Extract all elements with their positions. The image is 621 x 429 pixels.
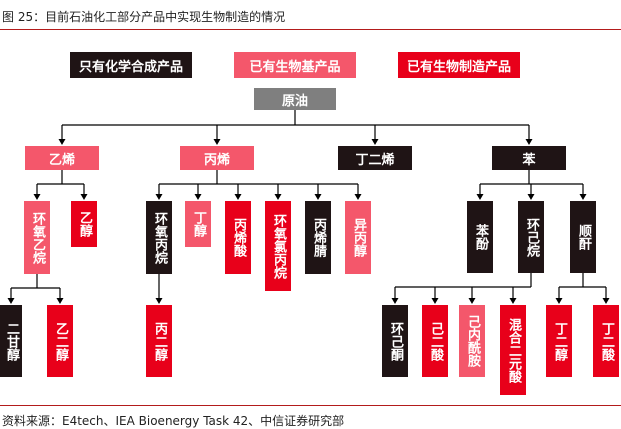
arrow-head-15 xyxy=(80,194,88,200)
source-rule xyxy=(0,405,621,406)
arrow-head-23 xyxy=(234,194,242,200)
arrow-head-3 xyxy=(58,139,66,145)
arrow-head-33 xyxy=(476,194,484,200)
node-acrylic-acid: 丙烯酸 xyxy=(225,201,251,274)
arrow-head-13 xyxy=(33,194,41,200)
figure-title: 图 25：目前石油化工部分产品中实现生物制造的情况 xyxy=(2,10,286,24)
arrow-head-9 xyxy=(525,139,533,145)
arrow-head-45 xyxy=(155,298,163,304)
node-propylene: 丙烯 xyxy=(180,146,254,170)
node-adipic-acid: 己二酸 xyxy=(422,305,448,377)
arrow-head-19 xyxy=(155,194,163,200)
title-rule xyxy=(0,29,621,30)
legend-bio-based: 已有生物基产品 xyxy=(234,52,356,78)
figure-source: 资料来源：E4tech、IEA Bioenergy Task 42、中信证券研究… xyxy=(2,414,345,428)
node-ethylene-oxide: 环氧乙烷 xyxy=(24,201,50,274)
node-caprolactam: 己内酰胺 xyxy=(459,305,485,377)
node-acrylonitrile: 丙烯腈 xyxy=(305,201,331,274)
node-mixed-diacids: 混合二元酸 xyxy=(500,305,526,395)
arrow-head-21 xyxy=(194,194,202,200)
node-benzene: 苯 xyxy=(492,146,566,170)
node-ethylene-glycol: 乙二醇 xyxy=(47,305,73,377)
arrow-head-51 xyxy=(431,298,439,304)
arrow-head-35 xyxy=(527,194,535,200)
arrow-head-59 xyxy=(555,298,563,304)
node-epichlorohydrin: 环氧氯丙烷 xyxy=(265,201,291,291)
node-phenol: 苯酚 xyxy=(467,201,493,273)
arrow-head-61 xyxy=(602,298,610,304)
node-crude-oil: 原油 xyxy=(254,88,336,110)
node-isopropanol: 异丙醇 xyxy=(345,201,371,274)
node-diethylene-glycol: 二甘醇 xyxy=(0,305,22,377)
node-succinic-acid: 丁二酸 xyxy=(593,305,619,377)
node-propylene-glycol: 丙二醇 xyxy=(146,305,172,377)
arrow-head-43 xyxy=(56,298,64,304)
arrow-head-27 xyxy=(314,194,322,200)
arrow-head-29 xyxy=(354,194,362,200)
arrow-head-7 xyxy=(371,139,379,145)
node-ethanol: 乙醇 xyxy=(71,201,97,247)
node-butadiene: 丁二烯 xyxy=(338,146,412,170)
node-cyclohexanone: 环己酮 xyxy=(382,305,408,377)
arrow-head-53 xyxy=(468,298,476,304)
legend-chemical: 只有化学合成产品 xyxy=(70,52,192,78)
node-butanol: 丁醇 xyxy=(185,201,211,247)
legend-bio-manufactured: 已有生物制造产品 xyxy=(398,52,520,78)
arrow-head-41 xyxy=(7,298,15,304)
node-cyclohexane: 环己烷 xyxy=(518,201,544,273)
arrow-head-37 xyxy=(579,194,587,200)
arrow-head-5 xyxy=(213,139,221,145)
node-maleic-anhydride: 顺酐 xyxy=(570,201,596,273)
arrow-head-49 xyxy=(391,298,399,304)
arrow-head-55 xyxy=(509,298,517,304)
node-propylene-oxide: 环氧丙烷 xyxy=(146,201,172,274)
node-ethylene: 乙烯 xyxy=(25,146,99,170)
node-butanediol: 丁二醇 xyxy=(546,305,572,377)
arrow-head-25 xyxy=(274,194,282,200)
